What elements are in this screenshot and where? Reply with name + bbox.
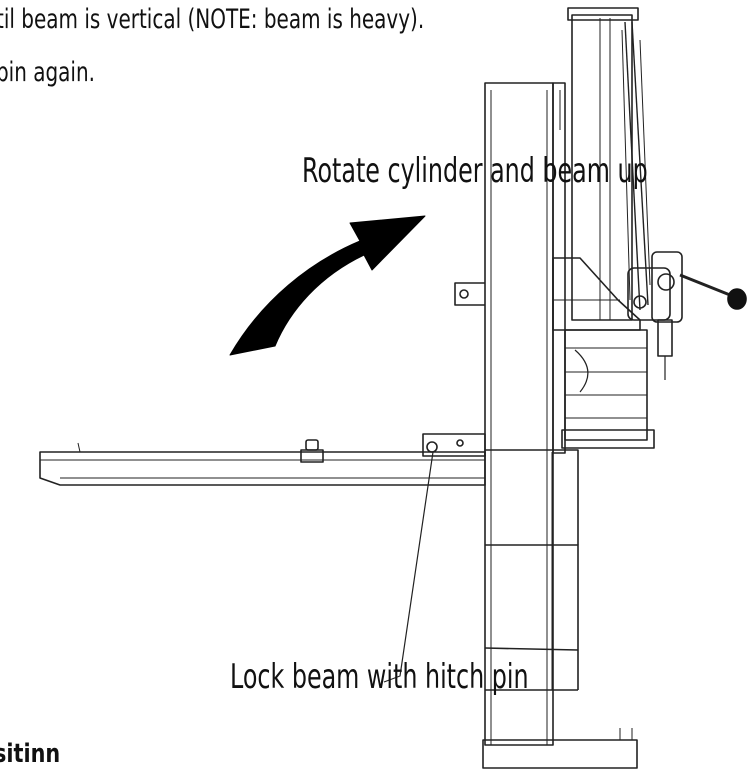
lock-plate bbox=[422, 433, 486, 457]
section-heading: sitinn bbox=[0, 739, 61, 769]
hitch-tongue bbox=[454, 282, 485, 306]
rotate-arrow-icon bbox=[229, 215, 426, 356]
log-cradle bbox=[484, 449, 579, 691]
valve-handle-knob bbox=[727, 288, 747, 310]
beam-clamp bbox=[300, 439, 324, 463]
hydraulic-cylinder bbox=[559, 7, 651, 321]
rotate-callout: Rotate cylinder and beam up bbox=[302, 151, 648, 191]
lock-callout: Lock beam with hitch pin bbox=[230, 657, 529, 697]
horizontal-beam bbox=[39, 442, 486, 486]
pump-mount bbox=[561, 329, 655, 449]
vertical-frame bbox=[484, 82, 566, 746]
instruction-line-1: til beam is vertical (NOTE: beam is heav… bbox=[0, 4, 425, 35]
base-foot bbox=[482, 728, 638, 769]
control-valve bbox=[627, 251, 731, 380]
lock-leader-line bbox=[383, 451, 434, 683]
instruction-line-2: pin again. bbox=[0, 57, 95, 88]
